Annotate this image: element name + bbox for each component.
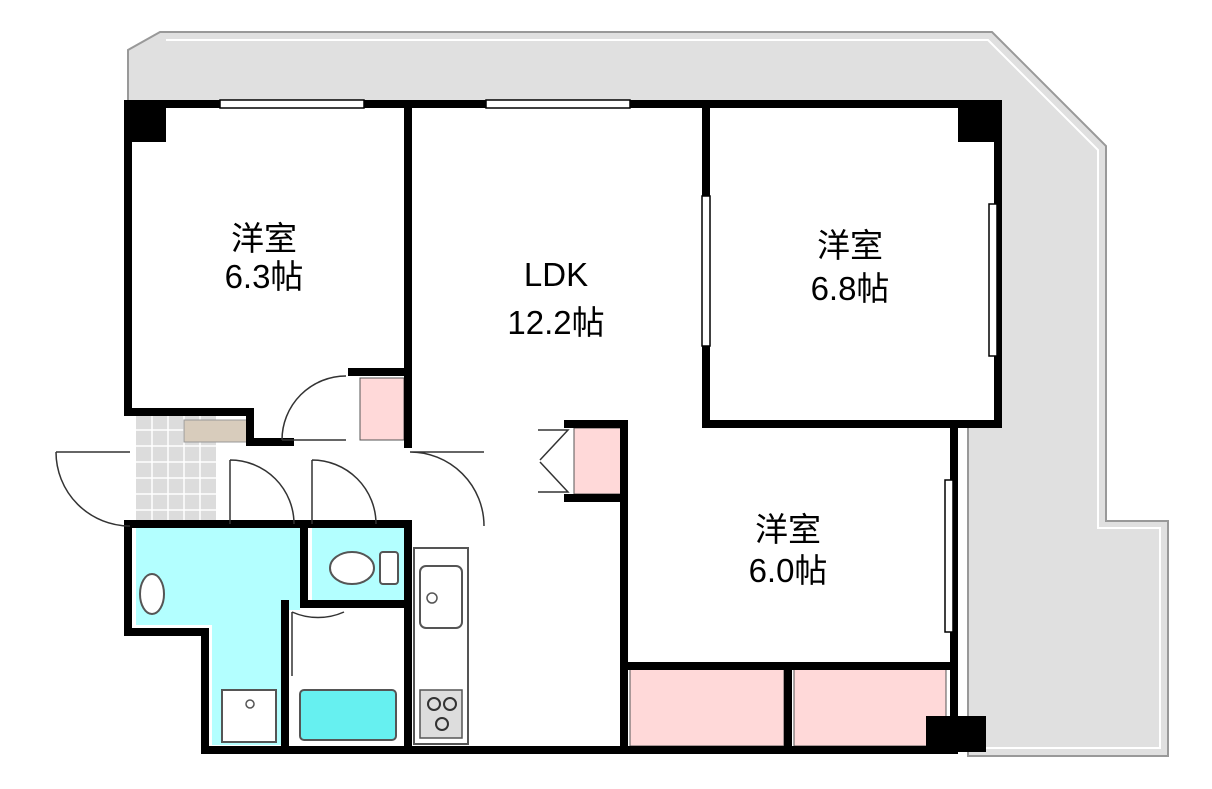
stove-burners [427, 697, 457, 731]
balcony-inner-line [166, 39, 1161, 749]
doors [55, 375, 570, 676]
sink-drain [426, 592, 438, 604]
walls [124, 100, 1002, 754]
closet-3 [629, 665, 785, 747]
shoe-box [183, 419, 249, 443]
column-bottom-right [926, 716, 986, 752]
washbasin [139, 573, 165, 615]
windows [219, 99, 998, 633]
column-top-right [958, 102, 998, 142]
washing-machine-pan [221, 689, 277, 743]
toilet [329, 551, 399, 585]
closet-4 [793, 665, 947, 747]
room-name-western-3: 洋室 [755, 511, 821, 548]
kitchen-sink [419, 565, 463, 629]
column-top-left [126, 102, 166, 142]
room-size-western-3: 6.0帖 [749, 552, 828, 589]
room-size-western-1: 6.3帖 [225, 258, 304, 295]
closet-1 [359, 377, 405, 441]
room-size-ldk: 12.2帖 [507, 304, 604, 341]
closet-2 [573, 427, 623, 495]
bathtub [299, 689, 397, 741]
room-name-western-2: 洋室 [817, 227, 883, 264]
drain [245, 699, 255, 709]
room-size-western-2: 6.8帖 [811, 270, 890, 307]
room-name-western-1: 洋室 [231, 220, 297, 257]
room-name-ldk: LDK [524, 256, 588, 293]
